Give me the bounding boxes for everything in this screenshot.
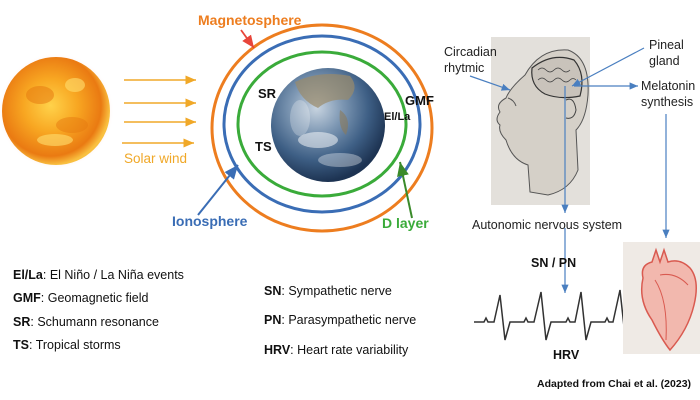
d-layer-pointer	[397, 161, 413, 219]
head-image	[491, 37, 590, 205]
legend-abbr: HRV	[264, 343, 291, 357]
d-layer-ring	[236, 50, 408, 198]
legend-text: : Schumann resonance	[30, 315, 159, 329]
magnetosphere-label: Magnetosphere	[198, 12, 302, 28]
pineal-label-line1: Pineal	[649, 38, 684, 52]
circadian-label-line1: Circadian	[444, 45, 497, 59]
citation: Adapted from Chai et al. (2023)	[537, 378, 692, 390]
legend-item-pn: PN: Parasympathetic nerve	[264, 313, 416, 327]
melatonin-label-line2: synthesis	[641, 95, 694, 109]
marker-gmf: GMF	[405, 93, 434, 108]
legend-text: : Tropical storms	[28, 338, 121, 352]
pineal-label: Pineal gland	[649, 37, 684, 69]
heart-image	[623, 242, 700, 354]
d-layer-label: D layer	[382, 215, 429, 231]
legend-item-el-la: El/La: El Niño / La Niña events	[13, 268, 184, 282]
legend-text: : El Niño / La Niña events	[42, 268, 184, 282]
autonomic-label: Autonomic nervous system	[472, 218, 623, 232]
melatonin-label: Melatonin synthesis	[641, 78, 695, 110]
legend-text: : Sympathetic nerve	[281, 284, 392, 298]
sun-image	[0, 53, 114, 169]
magnetosphere-pointer	[240, 29, 255, 49]
legend-abbr: SR	[13, 315, 31, 329]
marker-el-la: El/La	[384, 111, 411, 123]
legend-abbr: TS	[13, 338, 29, 352]
legend-abbr: PN	[264, 313, 282, 327]
marker-ts: TS	[255, 139, 272, 154]
legend-item-sr: SR: Schumann resonance	[13, 315, 159, 329]
legend-item-ts: TS: Tropical storms	[13, 338, 121, 352]
hrv-label: HRV	[553, 348, 580, 362]
circadian-label: Circadian rhytmic	[444, 44, 497, 76]
pineal-label-line2: gland	[649, 54, 680, 68]
earth-image	[271, 68, 385, 182]
ionosphere-pointer	[197, 164, 239, 216]
solar-wind-label: Solar wind	[124, 151, 188, 166]
ecg-trace	[474, 289, 626, 341]
legend-item-gmf: GMF: Geomagnetic field	[13, 291, 148, 305]
legend-text: : Heart rate variability	[290, 343, 409, 357]
legend-abbr: El/La	[13, 268, 43, 282]
circadian-label-line2: rhytmic	[444, 61, 485, 75]
sn-pn-label: SN / PN	[531, 256, 577, 270]
ionosphere-ring	[222, 34, 422, 214]
head-annotation-arrows	[469, 47, 670, 293]
marker-sr: SR	[258, 86, 277, 101]
legend-abbr: SN	[264, 284, 282, 298]
ionosphere-label: Ionosphere	[172, 213, 248, 229]
legend-text: : Parasympathetic nerve	[281, 313, 417, 327]
magnetosphere-ring	[210, 23, 434, 233]
legend-abbr: GMF	[13, 291, 41, 305]
legend-item-hrv: HRV: Heart rate variability	[264, 343, 408, 357]
solar-wind-arrows	[122, 75, 196, 148]
legend-item-sn: SN: Sympathetic nerve	[264, 284, 392, 298]
legend-text: : Geomagnetic field	[40, 291, 149, 305]
melatonin-label-line1: Melatonin	[641, 79, 696, 93]
